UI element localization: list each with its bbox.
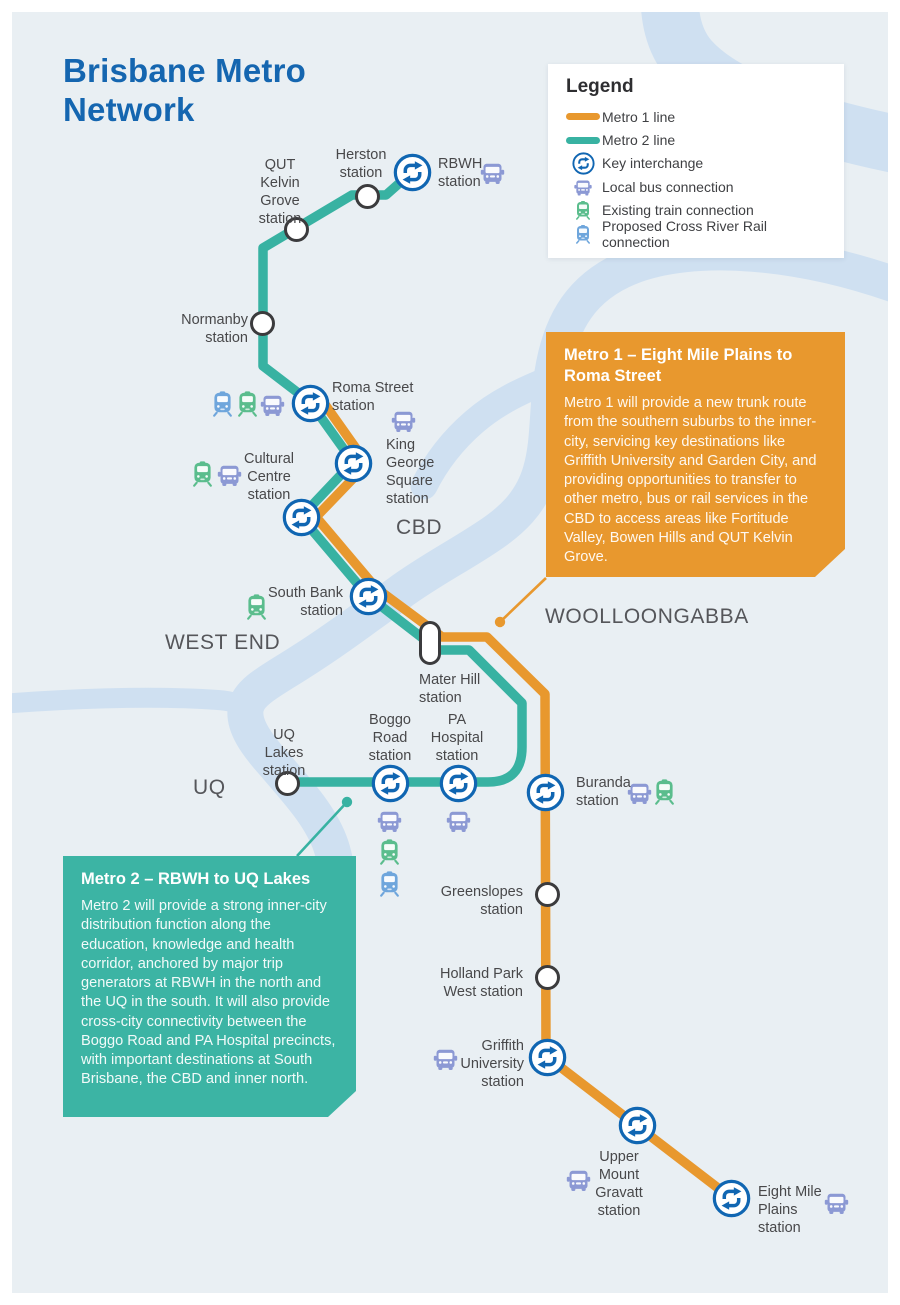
callout-metro-1: Metro 1 – Eight Mile Plains to Roma Stre… — [546, 332, 845, 577]
connection-bus-icon — [259, 391, 286, 418]
station-marker-eight-mile-plains[interactable] — [712, 1179, 751, 1218]
metro1-line-swatch — [564, 113, 602, 121]
legend-item-metro2: Metro 2 line — [564, 128, 828, 151]
connection-train-green-icon — [189, 460, 216, 487]
train-blue-icon — [564, 224, 602, 244]
station-marker-greenslopes[interactable] — [534, 881, 560, 907]
station-marker-griffith-university[interactable] — [528, 1038, 567, 1077]
connection-bus-icon — [626, 779, 653, 806]
callout-metro-2: Metro 2 – RBWH to UQ Lakes Metro 2 will … — [63, 856, 356, 1117]
station-marker-herston[interactable] — [354, 183, 380, 209]
connection-train-green-icon — [243, 593, 270, 620]
metro-2-line-path — [258, 167, 527, 787]
connection-train-green-icon — [376, 838, 403, 865]
bus-icon — [564, 177, 602, 197]
area-label-west-end: WEST END — [165, 631, 281, 654]
legend-item-interchange: Key interchange — [564, 152, 828, 175]
callout-metro-2-body: Metro 2 will provide a strong inner-city… — [81, 898, 336, 1088]
station-marker-cultural-centre[interactable] — [282, 498, 321, 537]
station-marker-normanby[interactable] — [249, 310, 275, 336]
callout-leader-metro1 — [494, 577, 547, 628]
connection-bus-icon — [376, 807, 403, 834]
station-marker-uq-lakes[interactable] — [274, 770, 300, 796]
connection-bus-icon — [445, 807, 472, 834]
metro-1-line-path — [311, 391, 736, 1203]
legend-item-bus: Local bus connection — [564, 175, 828, 198]
connection-bus-icon — [565, 1166, 592, 1193]
legend-heading: Legend — [566, 76, 634, 97]
connection-bus-icon — [823, 1189, 850, 1216]
station-marker-holland-park-west[interactable] — [534, 964, 560, 990]
area-label-woolloongabba: WOOLLOONGABBA — [545, 605, 749, 628]
area-label-cbd: CBD — [396, 516, 443, 539]
connection-bus-icon — [216, 461, 243, 488]
station-marker-pa-hospital[interactable] — [439, 764, 478, 803]
connection-train-green-icon — [234, 390, 261, 417]
legend-panel: Legend Metro 1 line Metro 2 line Key int… — [548, 64, 844, 259]
station-marker-mater-hill[interactable] — [419, 621, 441, 665]
legend-item-metro1: Metro 1 line — [564, 105, 828, 128]
page-title: Brisbane Metro Network — [63, 52, 307, 128]
callout-leader-metro2 — [296, 796, 353, 857]
station-marker-buranda[interactable] — [526, 773, 565, 812]
station-marker-south-bank[interactable] — [349, 577, 388, 616]
station-marker-rbwh[interactable] — [393, 153, 432, 192]
connection-bus-icon — [479, 159, 506, 186]
metro2-line-swatch — [564, 136, 602, 144]
station-marker-upper-mount-gravatt[interactable] — [618, 1106, 657, 1145]
map-canvas: Brisbane Metro Network Legend Metro 1 li… — [12, 12, 888, 1293]
station-marker-king-george-square[interactable] — [334, 444, 373, 483]
callout-metro-2-title: Metro 2 – RBWH to UQ Lakes — [81, 870, 311, 888]
connection-train-blue-icon — [376, 870, 403, 897]
connection-train-green-icon — [651, 778, 678, 805]
connection-bus-icon — [390, 407, 417, 434]
station-marker-qut-kelvin-grove[interactable] — [283, 216, 309, 242]
legend-item-crr: Proposed Cross River Rail connection — [564, 218, 828, 250]
callout-metro-1-body: Metro 1 will provide a new trunk route f… — [564, 395, 817, 566]
station-marker-roma-street[interactable] — [291, 384, 330, 423]
train-green-icon — [564, 200, 602, 221]
legend-item-existing-train: Existing train connection — [564, 199, 828, 222]
callout-metro-1-title: Metro 1 – Eight Mile Plains to Roma Stre… — [564, 346, 793, 386]
area-label-uq: UQ — [193, 776, 226, 799]
interchange-icon — [564, 152, 602, 175]
connection-train-blue-icon — [209, 390, 236, 417]
connection-bus-icon — [432, 1045, 459, 1072]
station-marker-boggo-road[interactable] — [371, 764, 410, 803]
